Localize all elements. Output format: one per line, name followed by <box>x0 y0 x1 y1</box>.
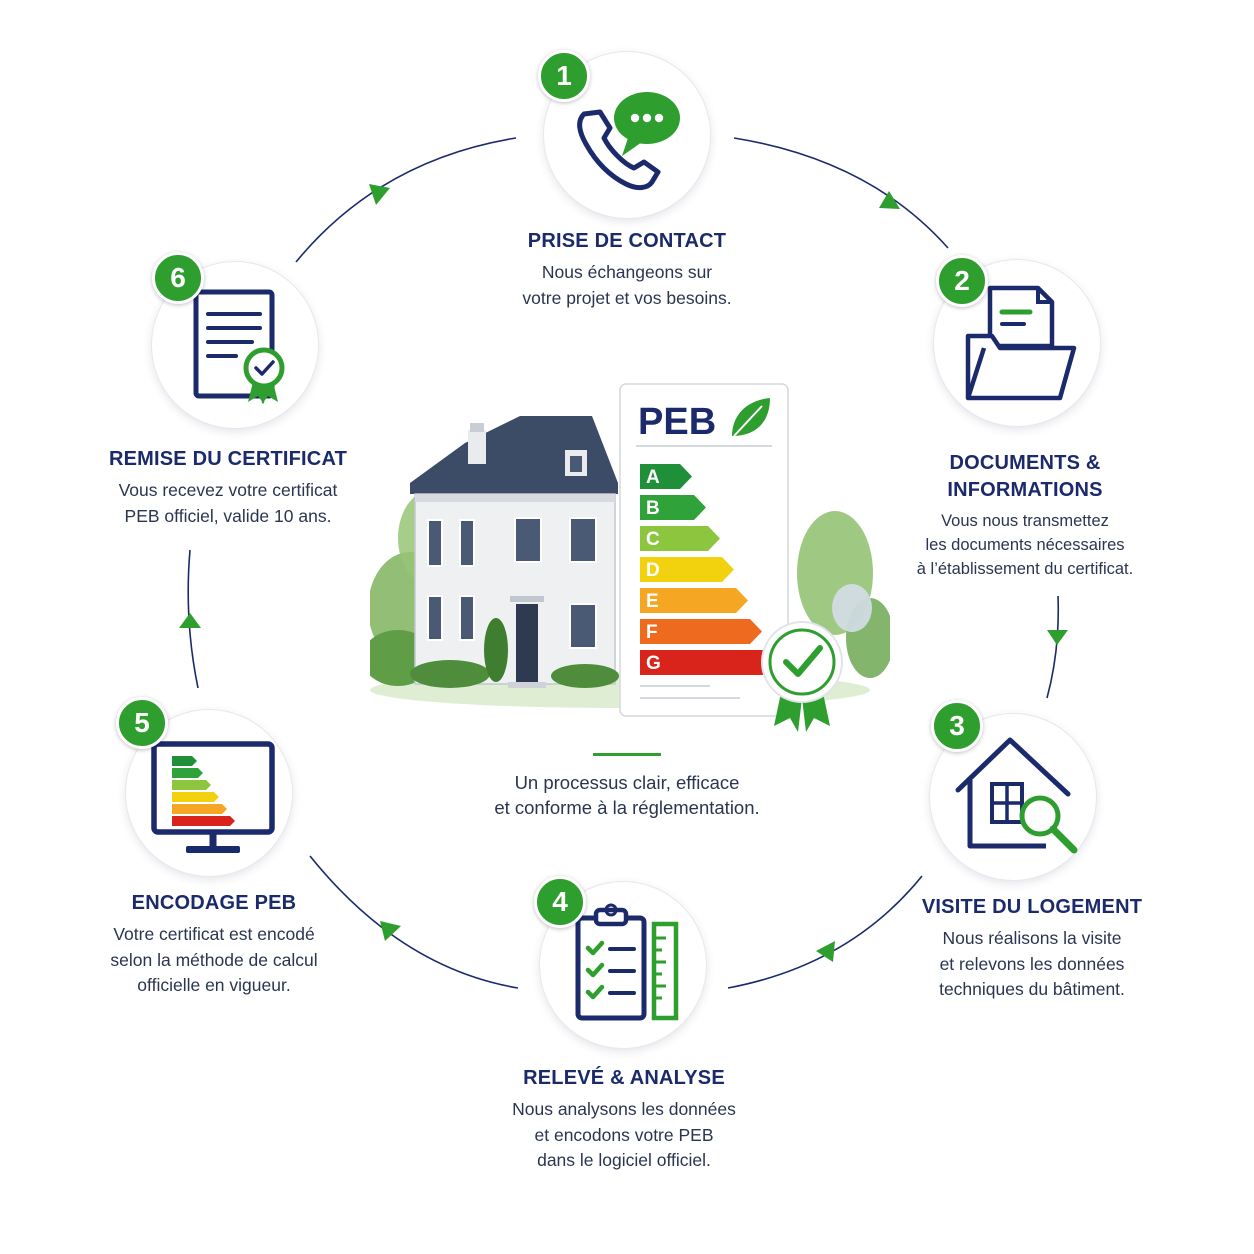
step-4-description: Nous analysons les données et encodons v… <box>512 1099 736 1170</box>
energy-class-label-b: B <box>646 498 660 519</box>
connector-3-4 <box>727 875 923 989</box>
energy-class-bar-b <box>640 495 706 520</box>
step-2-number-badge: 2 <box>936 255 988 307</box>
house-magnifier-icon <box>955 737 1078 854</box>
step-1-title: PRISE DE CONTACT <box>527 230 727 252</box>
energy-class-label-e: E <box>646 591 659 612</box>
step-5-description: Votre certificat est encodé selon la mét… <box>110 924 318 995</box>
step-6-text: REMISE DU CERTIFICAT Vous recevez votre … <box>88 446 368 529</box>
step-4-title: RELEVÉ & ANALYSE <box>523 1067 725 1089</box>
connector-2-3 <box>1046 595 1060 699</box>
step-6-description: Vous recevez votre certificat PEB offici… <box>118 480 338 526</box>
house-illustration <box>410 416 619 688</box>
step-1-number-badge: 1 <box>538 50 590 102</box>
phone-chat-icon <box>577 92 680 191</box>
energy-class-label-d: D <box>646 560 660 581</box>
approval-seal-icon <box>761 621 843 732</box>
right-trees-illustration <box>797 511 890 678</box>
step-3-number-badge: 3 <box>931 700 983 752</box>
step-5-number-badge: 5 <box>116 697 168 749</box>
step-4-text: RELEVÉ & ANALYSE Nous analysons les donn… <box>474 1065 774 1174</box>
energy-class-bar-a <box>640 464 692 489</box>
monitor-energy-chart-icon <box>151 741 275 853</box>
energy-class-label-a: A <box>646 467 660 488</box>
connector-4-5 <box>309 855 519 989</box>
step-2-description: Vous nous transmettez les documents néce… <box>916 512 1134 578</box>
step-4-number-badge: 4 <box>534 876 586 928</box>
step-6-number-badge: 6 <box>152 252 204 304</box>
connector-6-1 <box>295 137 517 263</box>
certificate-ribbon-icon <box>193 289 285 404</box>
energy-bars <box>172 756 235 826</box>
arrow-head <box>380 921 401 941</box>
energy-class-bar-c <box>640 526 720 551</box>
energy-class-label-g: G <box>646 653 661 674</box>
step-3-title: VISITE DU LOGEMENT <box>921 896 1143 918</box>
energy-class-bar-e <box>640 588 748 613</box>
arrow-head <box>1047 630 1068 645</box>
energy-class-bar-d <box>640 557 734 582</box>
step-1-text: PRISE DE CONTACT Nous échangeons sur vot… <box>467 228 787 311</box>
step-2-text: DOCUMENTS & INFORMATIONS Vous nous trans… <box>880 450 1170 581</box>
energy-class-label-f: F <box>646 622 658 643</box>
connector-1-2 <box>733 137 949 249</box>
step-5-text: ENCODAGE PEB Votre certificat est encodé… <box>74 890 354 999</box>
clipboard-checklist-icon <box>575 903 679 1021</box>
step-3-description: Nous réalisons la visite et relevons les… <box>939 928 1125 999</box>
center-divider <box>593 753 661 756</box>
peb-label: PEB <box>638 401 716 443</box>
arrow-head <box>879 191 900 209</box>
energy-class-label-c: C <box>646 529 660 550</box>
arrow-head <box>179 613 201 628</box>
center-tagline: Un processus clair, efficace et conforme… <box>494 772 760 818</box>
energy-class-bar-f <box>640 619 762 644</box>
step-1-description: Nous échangeons sur votre projet et vos … <box>522 262 732 308</box>
step-3-text: VISITE DU LOGEMENT Nous réalisons la vis… <box>892 894 1172 1003</box>
leaf-icon <box>732 398 770 437</box>
step-5-title: ENCODAGE PEB <box>131 892 297 914</box>
energy-class-bar-g <box>640 650 776 675</box>
step-2-title: DOCUMENTS & INFORMATIONS <box>947 452 1103 501</box>
arrow-head <box>816 941 835 962</box>
folder-document-icon <box>965 285 1077 401</box>
step-6-title: REMISE DU CERTIFICAT <box>108 448 348 470</box>
arrow-head <box>369 184 390 205</box>
